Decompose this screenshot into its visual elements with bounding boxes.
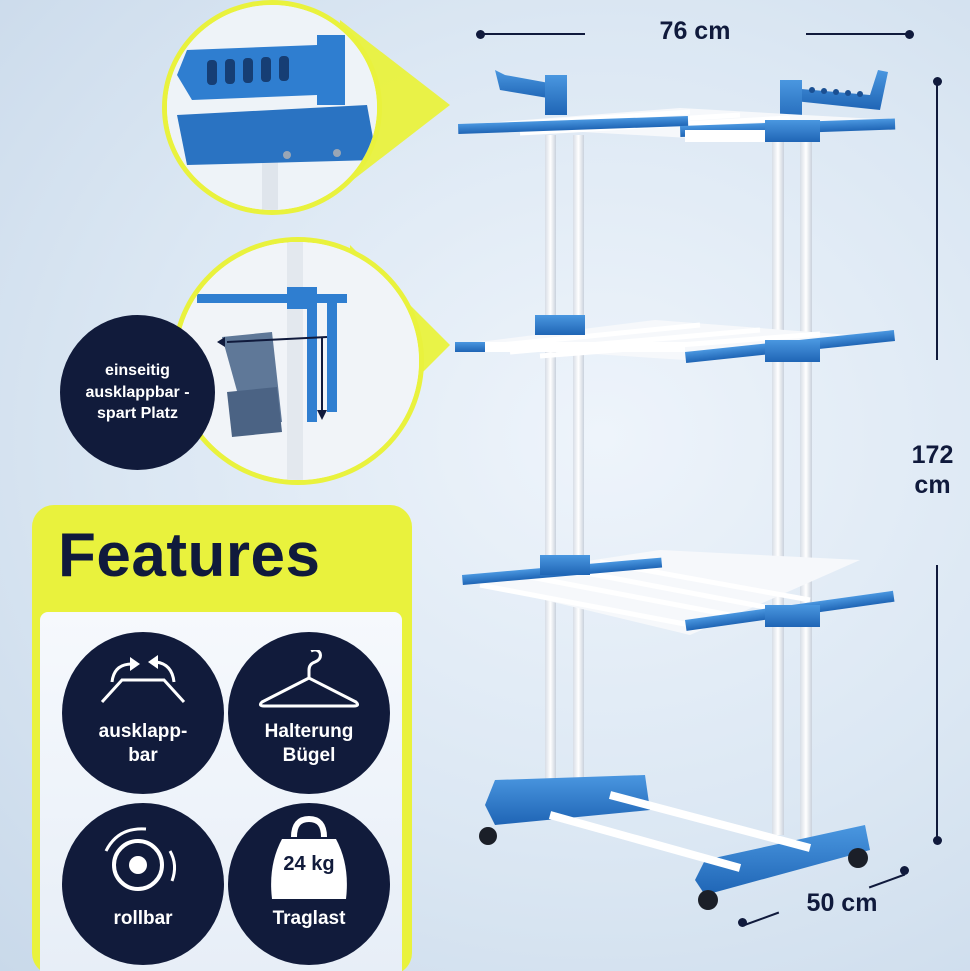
feature-foldout-line-1: ausklapp- (98, 721, 188, 742)
width-line-right (806, 33, 910, 35)
width-marker-right (905, 30, 914, 39)
drying-rack-image (455, 70, 896, 910)
feature-hanger-line-1: Halterung (264, 721, 354, 742)
height-line-bottom (936, 565, 938, 840)
feature-foldout: ausklapp- bar (62, 632, 224, 794)
feature-rollable: rollbar (62, 803, 224, 965)
fold-out-arrows-icon (100, 655, 186, 704)
callout-line-2: ausklappbar - (85, 383, 190, 401)
callout-line-1: einseitig (105, 362, 170, 380)
feature-load-label: Traglast (272, 908, 346, 929)
weight-icon (271, 815, 347, 899)
zoom-circle-hooks (162, 0, 382, 215)
feature-load-weight: 24 kg (283, 853, 335, 875)
width-label: 76 cm (659, 17, 731, 45)
depth-label: 50 cm (806, 889, 878, 917)
feature-hanger-holder: Halterung Bügel (228, 632, 390, 794)
height-line-top (936, 80, 938, 360)
feature-foldout-line-2: bar (128, 744, 158, 766)
zoom-circle-foldout (172, 237, 424, 485)
depth-marker-left (738, 918, 747, 927)
height-marker-bottom (933, 836, 942, 845)
callout-line-3: spart Platz (97, 405, 178, 423)
foldout-callout-badge: einseitig ausklappbar - spart Platz (60, 315, 215, 470)
width-line-left (480, 33, 585, 35)
height-unit: cm (914, 471, 951, 499)
depth-marker-right (900, 866, 909, 875)
height-value: 172 (911, 441, 954, 469)
feature-rollable-label: rollbar (113, 908, 173, 929)
feature-hanger-line-2: Bügel (282, 744, 336, 766)
feature-load-capacity: 24 kg Traglast (228, 803, 390, 965)
height-label: 172 cm (895, 440, 970, 500)
wheel-icon (104, 827, 177, 891)
hanger-icon (258, 650, 360, 708)
features-title: Features (58, 521, 321, 590)
